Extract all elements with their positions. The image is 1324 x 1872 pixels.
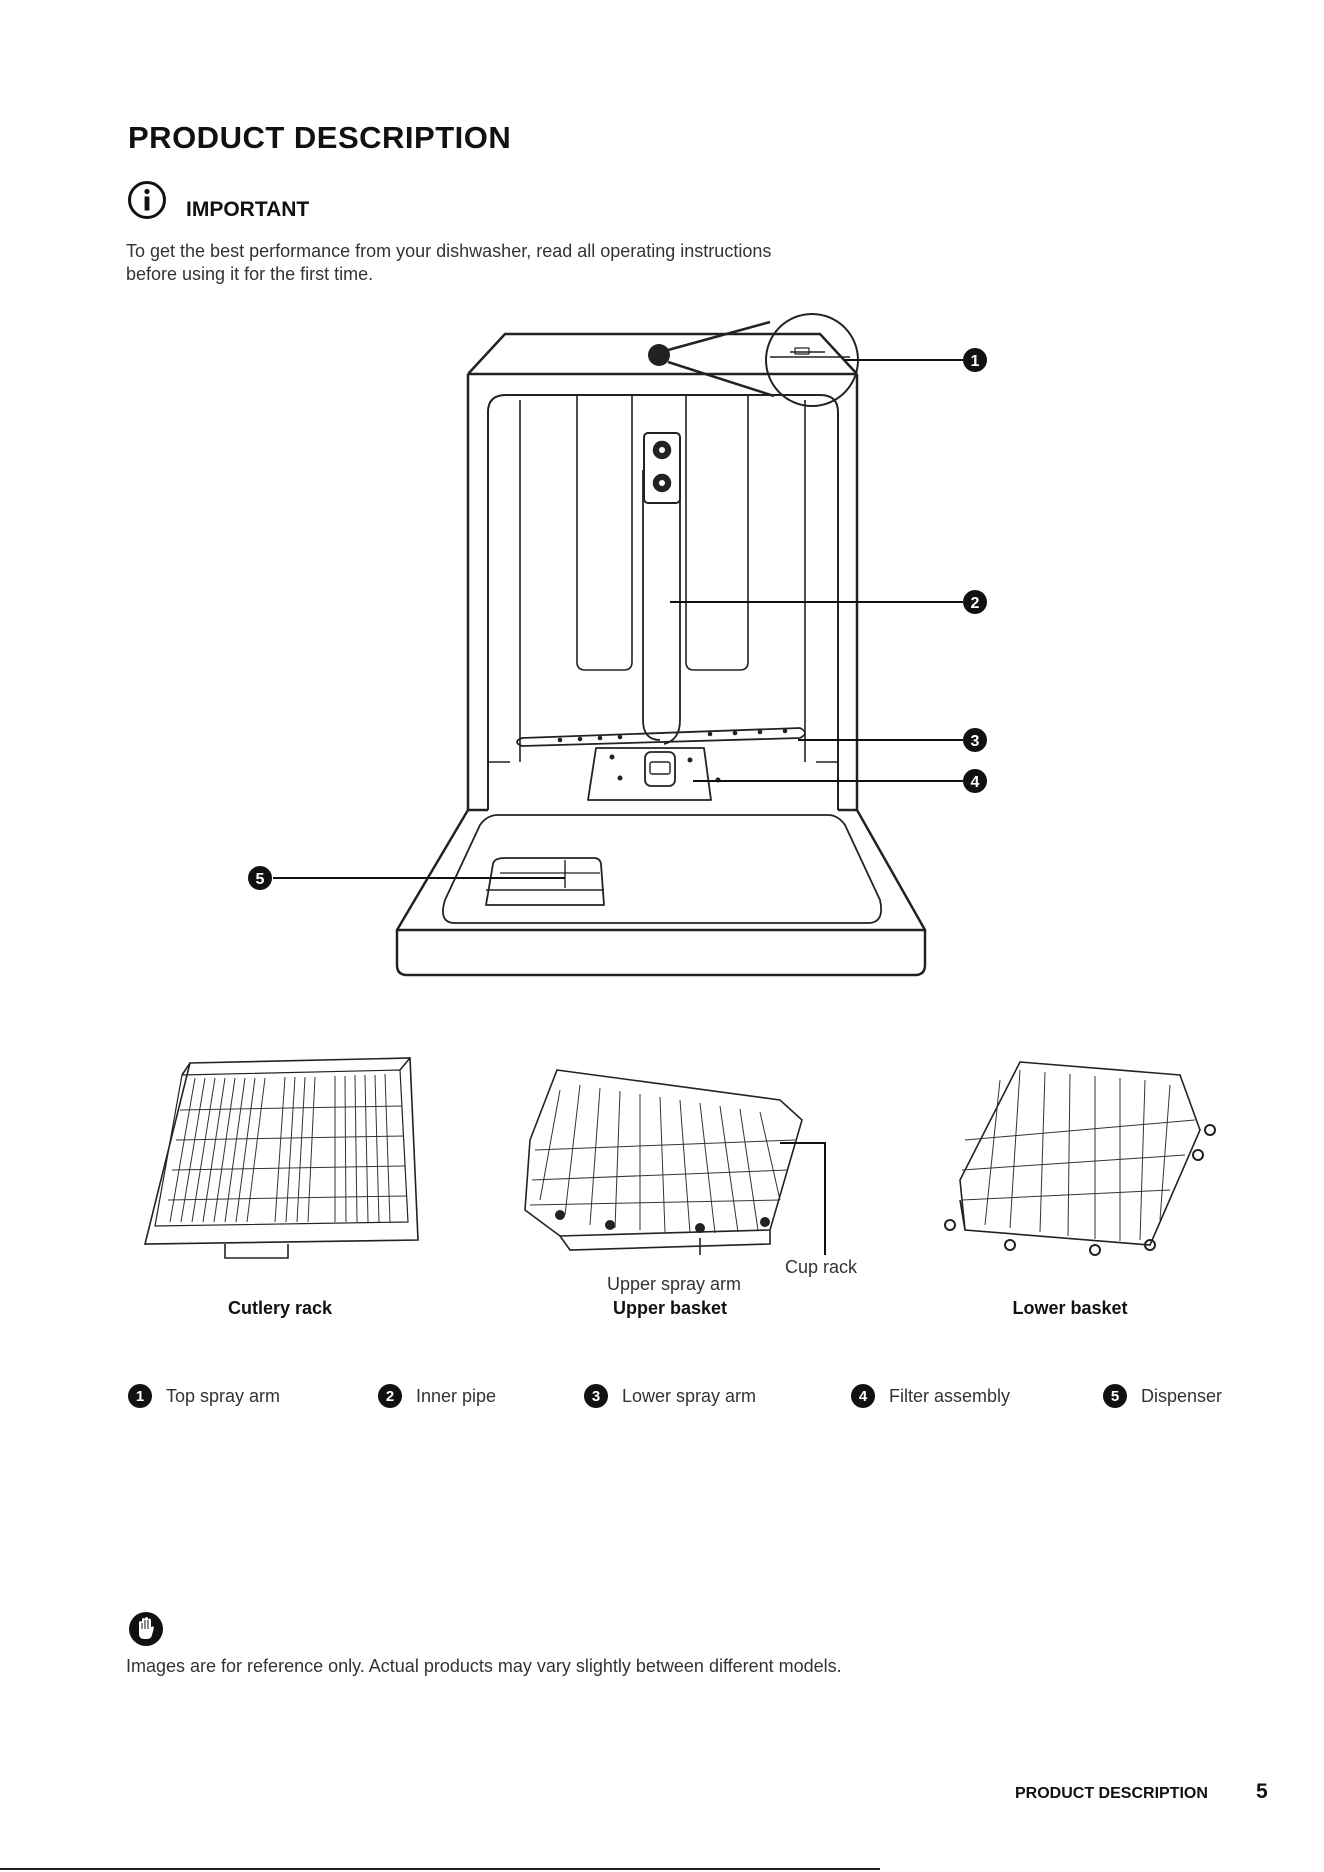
intro-line-2: before using it for the first time. xyxy=(126,264,374,284)
legend-label: Dispenser xyxy=(1141,1385,1223,1406)
svg-text:2: 2 xyxy=(971,595,980,612)
page-title: PRODUCT DESCRIPTION xyxy=(128,120,512,155)
legend-item-2: 2 Inner pipe xyxy=(378,1383,496,1409)
callout-badge-1: 1 xyxy=(963,348,987,372)
legend-badge: 3 xyxy=(584,1384,608,1408)
legend-item-3: 3 Lower spray arm xyxy=(584,1383,756,1409)
page-number: 5 xyxy=(1256,1780,1268,1803)
legend-badge: 2 xyxy=(378,1384,402,1408)
cutlery-rack-illustration xyxy=(143,1057,419,1259)
intro-text: To get the best performance from your di… xyxy=(126,240,906,286)
callout-badges: 1 2 3 4 5 xyxy=(248,348,987,890)
svg-text:5: 5 xyxy=(256,871,265,888)
legend-badge: 1 xyxy=(128,1384,152,1408)
legend-label: Lower spray arm xyxy=(622,1385,757,1406)
legend-item-4: 4 Filter assembly xyxy=(851,1383,1010,1409)
callout-badge-3: 3 xyxy=(963,728,987,752)
legend-badge: 4 xyxy=(851,1384,875,1408)
cutlery-rack-caption: Cutlery rack xyxy=(227,1298,333,1318)
lower-basket-caption: Lower basket xyxy=(1012,1298,1128,1318)
legend-label: Inner pipe xyxy=(416,1385,497,1406)
legend-item-1: 1 Top spray arm xyxy=(128,1383,280,1409)
upper-spray-arm-label: Upper spray arm xyxy=(606,1274,742,1294)
important-label: IMPORTANT xyxy=(186,198,310,221)
callout-badge-2: 2 xyxy=(963,590,987,614)
svg-text:3: 3 xyxy=(971,733,980,750)
legend-label: Top spray arm xyxy=(166,1385,281,1406)
legend-badge: 5 xyxy=(1103,1384,1127,1408)
upper-basket-illustration xyxy=(524,1069,803,1255)
svg-text:4: 4 xyxy=(971,774,980,791)
cup-rack-label: Cup rack xyxy=(785,1257,858,1277)
svg-text:1: 1 xyxy=(971,353,980,370)
bottom-rule xyxy=(0,1868,880,1870)
hand-stop-icon xyxy=(129,1612,163,1646)
reference-note: Images are for reference only. Actual pr… xyxy=(126,1656,842,1676)
intro-line-1: To get the best performance from your di… xyxy=(126,241,772,261)
upper-basket-caption: Upper basket xyxy=(612,1298,728,1318)
info-icon xyxy=(128,181,166,219)
legend-label: Filter assembly xyxy=(889,1385,1011,1406)
footer-section-label: PRODUCT DESCRIPTION xyxy=(1015,1785,1208,1802)
callout-badge-4: 4 xyxy=(963,769,987,793)
callout-badge-5: 5 xyxy=(248,866,272,890)
lower-basket-illustration xyxy=(959,1061,1201,1246)
legend-item-5: 5 Dispenser xyxy=(1103,1383,1222,1409)
